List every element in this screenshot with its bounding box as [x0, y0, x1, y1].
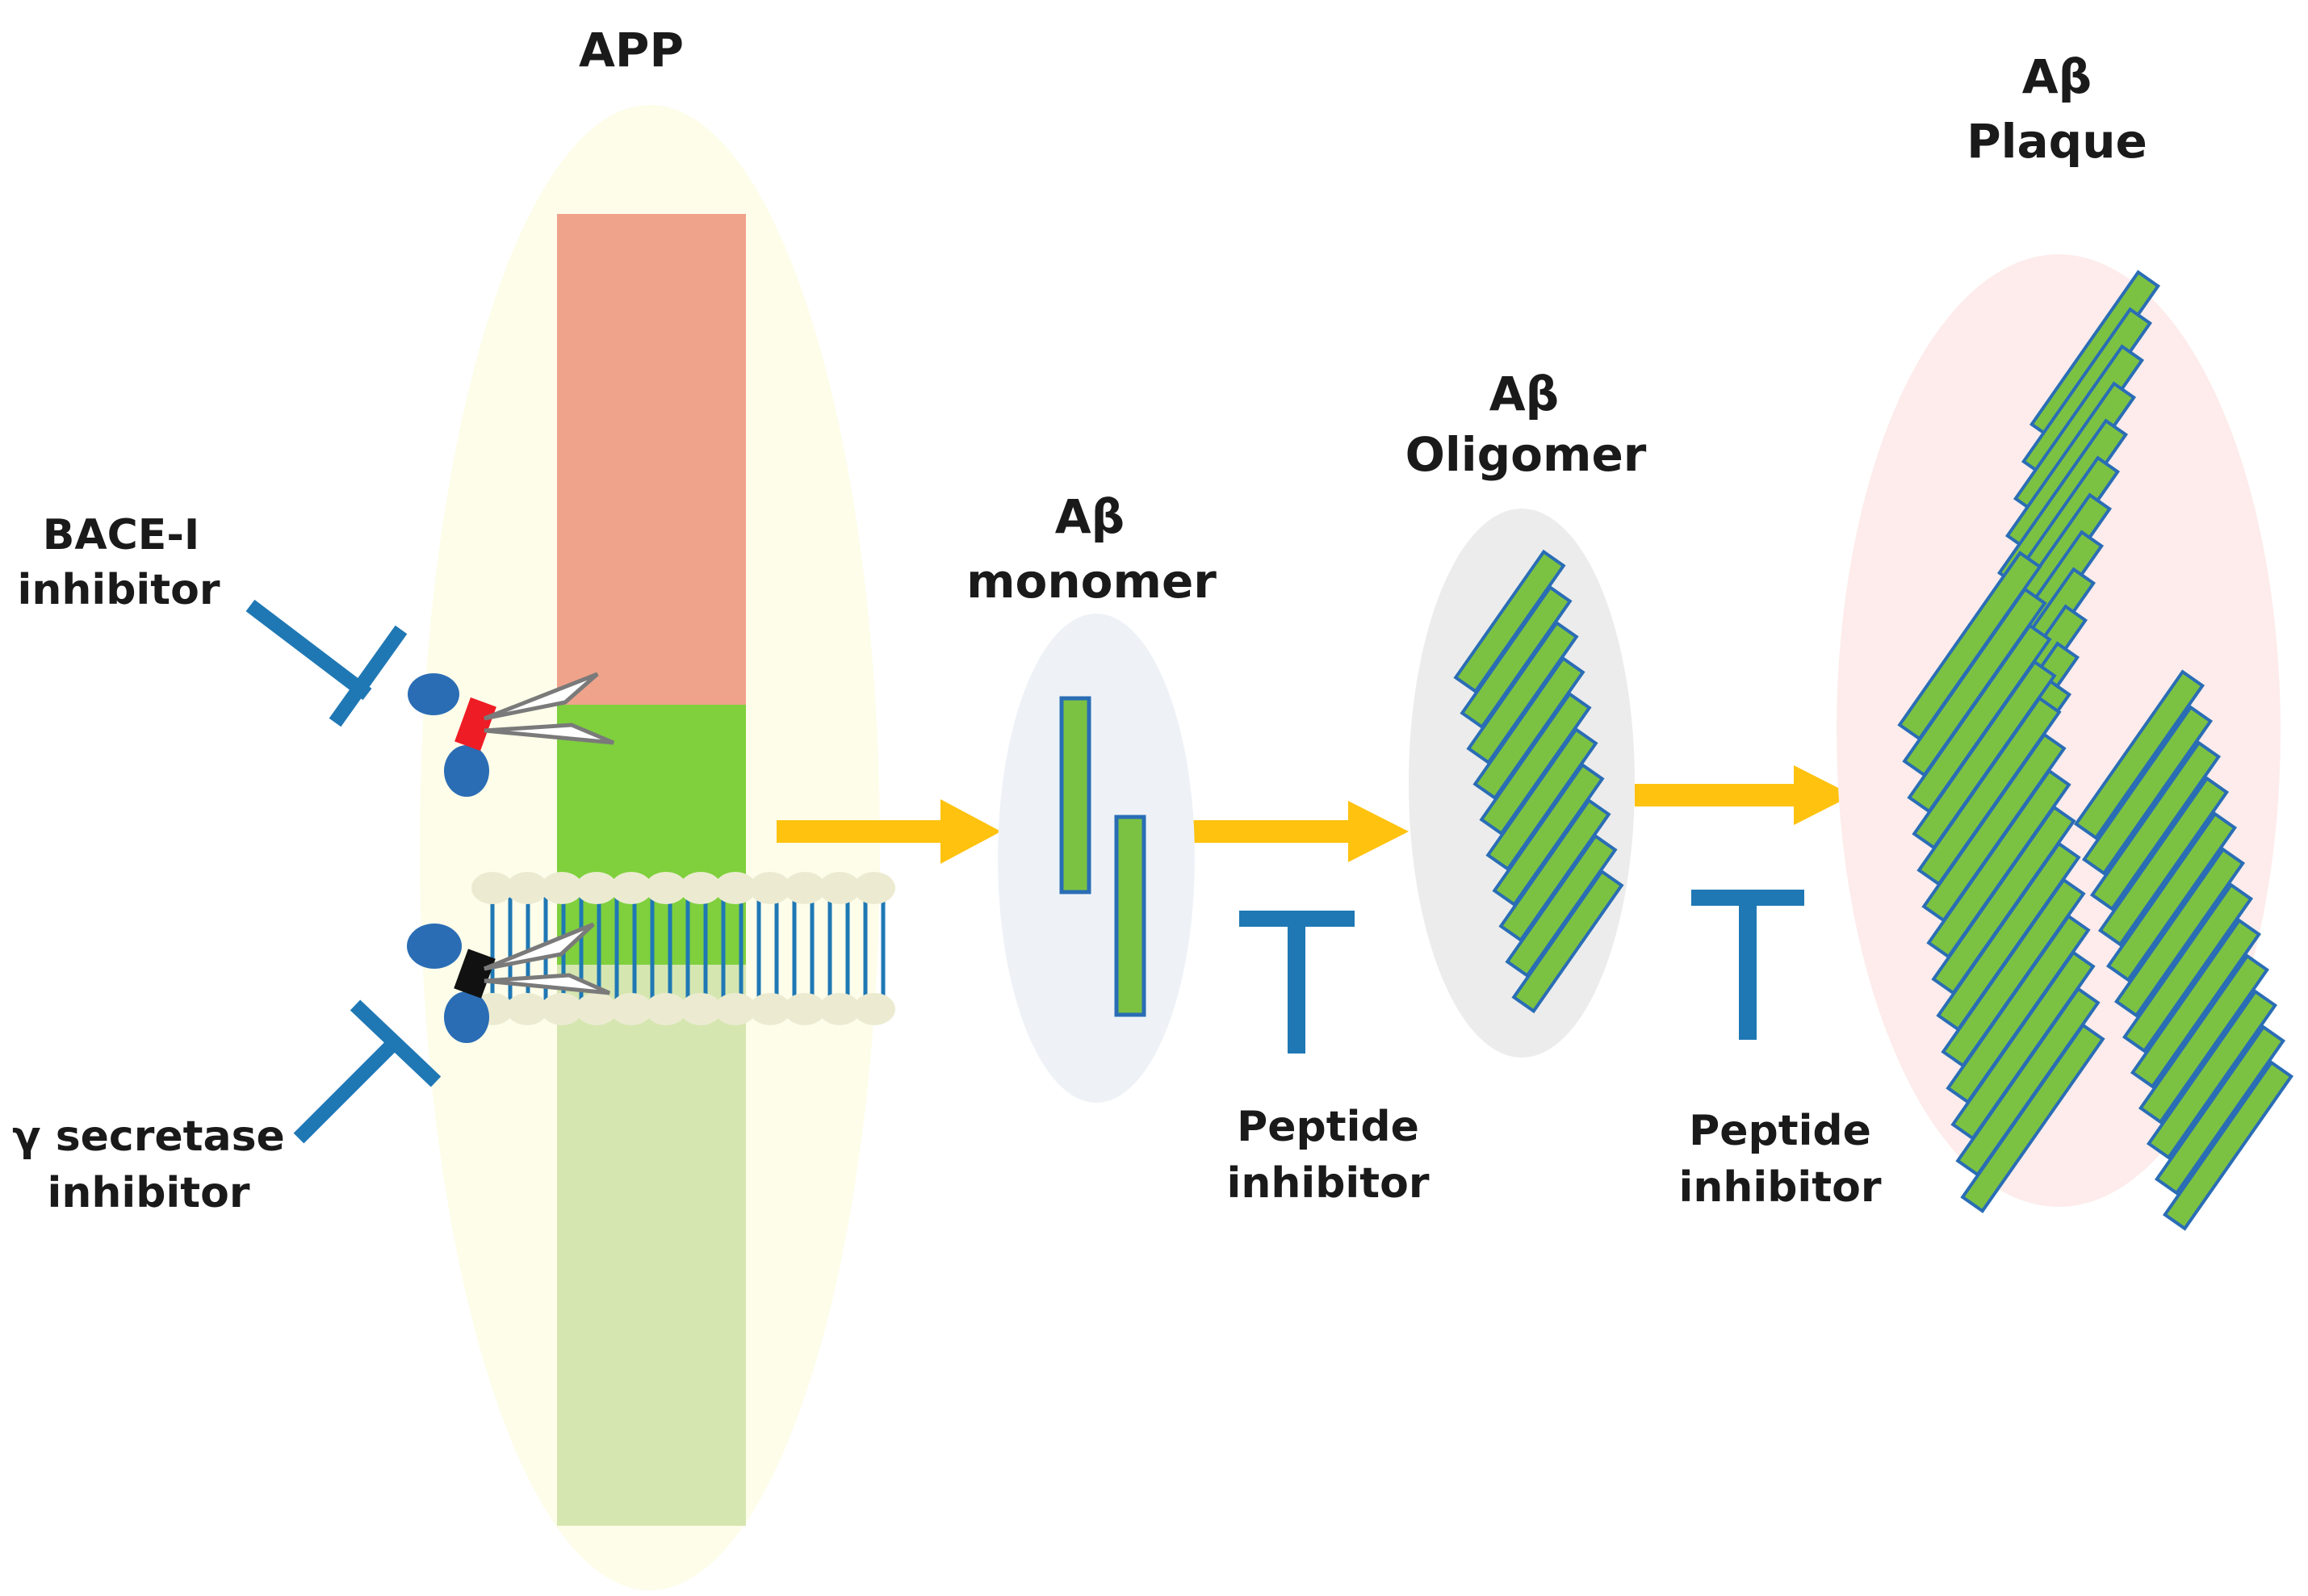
fibril-strand	[2089, 740, 2222, 911]
monomer-label-line1: Aβ	[1055, 489, 1125, 544]
fibril-strand	[2122, 882, 2254, 1054]
plaque-fibril-stack	[1897, 270, 2294, 1231]
peptide-inhibitor-1-icon	[1239, 911, 1355, 1054]
scissors-icon	[484, 672, 614, 745]
oligomer-fibril-stack	[1453, 549, 1624, 1014]
lipid-head-lower	[645, 993, 687, 1025]
fibril-strand	[1960, 1023, 2105, 1213]
gamma-secretase-inhibitor-icon	[293, 999, 442, 1144]
fibril-strand	[2097, 776, 2230, 947]
fibril-strand	[2073, 669, 2205, 840]
lipid-head-upper	[506, 872, 548, 904]
gamma-label-line1: γ secretase	[12, 1112, 285, 1161]
peptide-inhibitor-1-line2: inhibitor	[1227, 1159, 1430, 1208]
lipid-head-upper	[610, 872, 652, 904]
bace-label-line1: BACE-I	[43, 511, 200, 559]
peptide-inhibitor-1-line1: Peptide	[1237, 1103, 1419, 1151]
fibril-strand	[2113, 847, 2246, 1018]
lipid-head-lower	[749, 993, 791, 1025]
peptide-inhibitor-2-icon	[1691, 890, 1804, 1040]
bace-enzyme-top-lobe	[408, 673, 459, 715]
gamma-secretase-enzyme	[407, 922, 611, 1043]
monomer-background-ellipse	[998, 614, 1195, 1103]
plaque-label-line2: Plaque	[1967, 114, 2147, 169]
lipid-head-lower	[819, 993, 861, 1025]
gamma-enzyme-top-lobe	[407, 924, 462, 969]
bace-enzyme	[408, 672, 614, 797]
lipid-head-upper	[749, 872, 791, 904]
arrow-oligomer-to-plaque	[1635, 765, 1853, 825]
scissors-icon	[484, 922, 611, 995]
lipid-head-lower	[680, 993, 722, 1025]
monomer-strand	[1114, 815, 1146, 1017]
lipid-head-upper	[853, 872, 895, 904]
lipid-head-upper	[541, 872, 583, 904]
lipid-head-upper	[645, 872, 687, 904]
abeta-oligomer-group	[1409, 509, 1635, 1058]
peptide-inhibitor-2-line1: Peptide	[1689, 1107, 1871, 1155]
app-intracellular-domain	[557, 965, 746, 1526]
bace-label-line2: inhibitor	[18, 566, 220, 614]
lipid-head-lower	[714, 993, 756, 1025]
fibril-strand	[2105, 811, 2238, 982]
lipid-head-upper	[819, 872, 861, 904]
lipid-head-lower	[576, 993, 618, 1025]
monomer-label-line2: monomer	[966, 554, 1217, 609]
fibril-strand	[2081, 705, 2214, 876]
lipid-head-upper	[784, 872, 826, 904]
lipid-head-lower	[506, 993, 548, 1025]
fibril-strand	[2154, 1024, 2286, 1196]
bace-enzyme-bottom-lobe	[444, 745, 489, 797]
fibril-strand	[1511, 869, 1624, 1014]
lipid-head-lower	[784, 993, 826, 1025]
monomer-strand	[1059, 696, 1091, 894]
fibril-strand	[2138, 953, 2270, 1125]
arrow-monomer-to-oligomer	[1187, 801, 1409, 862]
gamma-cleavage-mark	[454, 949, 496, 999]
lipid-head-lower	[541, 993, 583, 1025]
abeta-plaque-group	[1837, 254, 2294, 1231]
lipid-head-upper	[680, 872, 722, 904]
gamma-enzyme-bottom-lobe	[444, 991, 489, 1043]
oligomer-label-line1: Aβ	[1489, 367, 1559, 421]
lipid-bilayer	[471, 872, 895, 1025]
app-label: APP	[579, 23, 684, 77]
lipid-head-lower	[853, 993, 895, 1025]
abeta-monomer-group	[998, 614, 1195, 1103]
app-extracellular-domain	[557, 214, 746, 705]
oligomer-label-line2: Oligomer	[1405, 427, 1647, 482]
app-region	[420, 105, 880, 1590]
fibril-strand	[2146, 989, 2278, 1160]
lipid-head-upper	[576, 872, 618, 904]
gamma-label-line2: inhibitor	[48, 1169, 250, 1217]
peptide-inhibitor-2-line2: inhibitor	[1679, 1163, 1882, 1212]
fibril-strand	[2130, 918, 2262, 1089]
arrow-app-to-monomer	[777, 799, 1001, 864]
fibril-strand	[2162, 1060, 2294, 1231]
plaque-label-line1: Aβ	[2022, 49, 2092, 104]
lipid-head-lower	[610, 993, 652, 1025]
lipid-head-upper	[471, 872, 513, 904]
bace-inhibitor-icon	[245, 599, 408, 727]
bace-cleavage-mark	[454, 697, 496, 752]
lipid-head-upper	[714, 872, 756, 904]
